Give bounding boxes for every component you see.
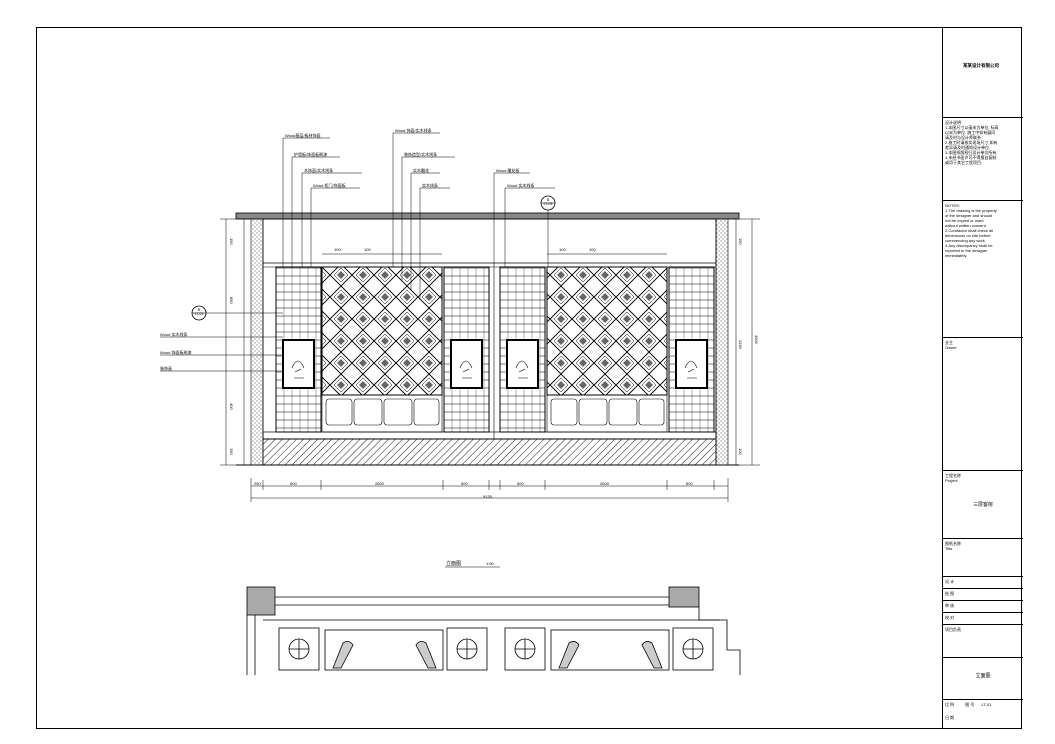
dim-bottom-2: 600 <box>290 481 297 486</box>
lattice-panel-left <box>321 266 443 396</box>
section-mark-top-text: B LT-03 <box>543 198 553 206</box>
bench-right <box>546 394 668 433</box>
sheet-info-cell: 比 例 图 号 LT-01 日 期 <box>943 699 1023 729</box>
dim-left-1: 150 <box>229 238 234 245</box>
label-top-1: Wood基层/板材饰面 <box>285 133 321 138</box>
label-top-4: Wood 柜门/饰面板 <box>313 183 346 188</box>
dim-right-1: 150 <box>738 238 743 245</box>
dim-bottom-1: 250 <box>254 481 261 486</box>
label-top-9: Wood 雕花板 <box>496 168 520 173</box>
dim-right-2: 3150 <box>738 340 743 349</box>
cabinet-center-1 <box>443 266 490 433</box>
tb-row-2: 绘 图 <box>943 588 1023 600</box>
tb-row-1: 设 计 <box>943 576 1023 588</box>
dim-top-2: 100 <box>364 247 371 252</box>
dim-bottom-6: 2600 <box>600 481 609 486</box>
dim-left-2: 850 <box>229 297 234 304</box>
label-top-7: 实木雕花 <box>413 168 429 173</box>
floor-hatch <box>262 438 717 466</box>
label-top-3: 木饰面/实木线条 <box>304 168 334 173</box>
leader-lines <box>160 132 555 372</box>
bench-left <box>321 394 443 433</box>
dim-right-4: 100 <box>738 448 743 455</box>
dim-top-3: 100 <box>559 247 566 252</box>
dim-total: 9135 <box>483 494 492 499</box>
dim-bottom-3: 2600 <box>375 481 384 486</box>
section-marker-left <box>191 305 283 321</box>
drawing-cell: 图纸名称 Title <box>943 538 1023 576</box>
tb-row-3: 审 核 <box>943 600 1023 612</box>
label-top-2: 护墙板/饰面板刷漆 <box>294 152 328 157</box>
project-name: 三层客房 <box>972 502 993 508</box>
company-name: 某某设计有限公司 <box>963 63 999 68</box>
dim-right-3: 4500 <box>754 335 759 344</box>
label-left-1: Wood 实木线条 <box>160 332 188 337</box>
label-top-6: 装饰造型/实木线条 <box>404 152 438 157</box>
ceiling-band <box>235 212 740 220</box>
tb-row-4: 校 对 <box>943 612 1023 624</box>
tb-row-5: 项目负责 <box>943 624 1023 657</box>
left-wall <box>250 218 264 466</box>
project-cell: 工程名称 Project 三层客房 <box>943 470 1023 538</box>
cabinet-center-2 <box>499 266 546 433</box>
section-marker-top <box>540 195 556 267</box>
notes-cn: 设计说明: 1.本图尺寸以毫米为单位, 标高 以米为单位. 施工中如有疑问 请及… <box>943 117 1023 227</box>
section-mark-left-text: B LT-01 <box>194 308 204 316</box>
dim-top-4: 100 <box>589 247 596 252</box>
cabinet-left-1 <box>275 266 322 433</box>
dim-left-3: 400 <box>229 403 234 410</box>
dim-bottom-5: 600 <box>517 481 524 486</box>
title-block: 某某设计有限公司 设计说明: 1.本图尺寸以毫米为单位, 标高 以米为单位. 施… <box>942 27 1023 729</box>
client-cell: 业主 Owner <box>943 337 1023 470</box>
dim-bottom-4: 600 <box>461 481 468 486</box>
dim-top-1: 100 <box>334 247 341 252</box>
dim-left-4: 150 <box>229 448 234 455</box>
plan-view <box>246 586 741 675</box>
drawing-caption: 立面图 <box>446 561 462 567</box>
lattice-panel-right <box>546 266 668 396</box>
label-top-10: Wood 实木线条 <box>507 183 535 188</box>
notes-en: NOTES: 1.The drawing is the property of … <box>943 200 1023 330</box>
dim-bottom-7: 600 <box>686 481 693 486</box>
label-left-3: 装饰画 <box>160 366 172 371</box>
drawing-frame <box>36 27 1022 729</box>
right-wall <box>715 218 729 466</box>
label-top-5: Wood 饰面/实木线条 <box>395 128 432 133</box>
drawing-scale: 1:50 <box>486 561 494 566</box>
label-left-2: Wood 饰面板刷漆 <box>160 350 192 355</box>
cabinet-right-1 <box>668 266 715 433</box>
label-top-8: 实木线条 <box>422 183 438 188</box>
sheet-name-cell: 立面图 <box>943 657 1023 699</box>
